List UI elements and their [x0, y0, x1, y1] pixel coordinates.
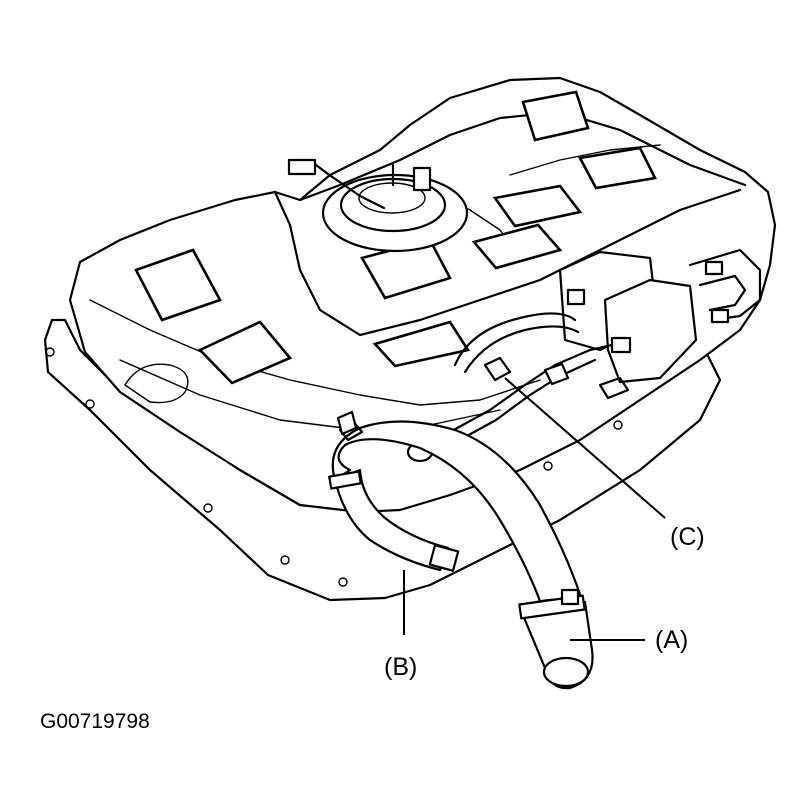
- breather-hose: [328, 410, 460, 572]
- callout-label-a: (A): [655, 626, 689, 654]
- surface-pads: [134, 90, 657, 385]
- filler-neck-hose: [331, 420, 594, 690]
- callout-label-b: (B): [384, 653, 418, 681]
- canister-assembly: [558, 248, 762, 400]
- pump-opening: [287, 158, 469, 253]
- callout-label-c: (C): [670, 523, 705, 551]
- leader-c: [504, 377, 666, 519]
- figure-code: G00719798: [40, 710, 150, 733]
